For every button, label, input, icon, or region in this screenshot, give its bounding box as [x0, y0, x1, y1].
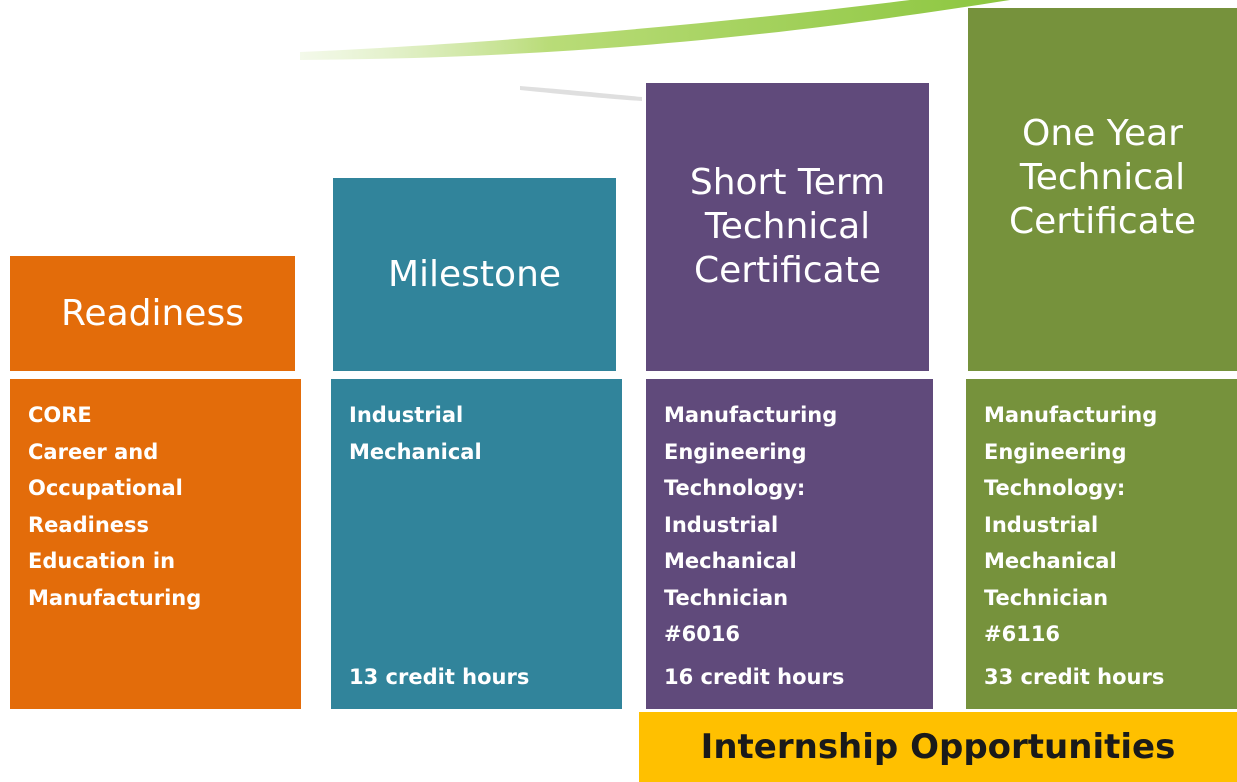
internship-opportunities-label: Internship Opportunities — [700, 727, 1176, 767]
internship-opportunities-banner: Internship Opportunities — [639, 712, 1237, 782]
short-term-certificate-program-lines: Manufacturing Engineering Technology: In… — [664, 403, 838, 646]
milestone-body: Industrial Mechanical 13 credit hours — [331, 379, 622, 709]
short-term-certificate-credits: 16 credit hours — [664, 664, 845, 689]
readiness-header-text: Readiness — [61, 292, 244, 334]
one-year-certificate-header: One Year Technical Certificate — [968, 8, 1237, 371]
short-term-certificate-body: Manufacturing Engineering Technology: In… — [646, 379, 933, 709]
readiness-header: Readiness — [10, 256, 295, 371]
milestone-header: Milestone — [333, 178, 616, 371]
milestone-header-text: Milestone — [387, 253, 562, 295]
decorative-swoosh — [300, 0, 1010, 101]
one-year-certificate-credits: 33 credit hours — [984, 664, 1165, 689]
short-term-certificate-header: Short Term Technical Certificate — [646, 83, 929, 371]
short-term-certificate-header-text: Short Term Technical Certificate — [689, 162, 886, 291]
one-year-certificate-header-text: One Year Technical Certificate — [1009, 113, 1196, 242]
one-year-certificate-program-lines: Manufacturing Engineering Technology: In… — [984, 403, 1158, 646]
one-year-certificate-body: Manufacturing Engineering Technology: In… — [966, 379, 1237, 709]
readiness-program-lines: CORE Career and Occupational Readiness E… — [28, 403, 202, 610]
milestone-credits: 13 credit hours — [349, 664, 530, 689]
milestone-program-lines: Industrial Mechanical — [349, 403, 482, 464]
readiness-body: CORE Career and Occupational Readiness E… — [10, 379, 301, 709]
